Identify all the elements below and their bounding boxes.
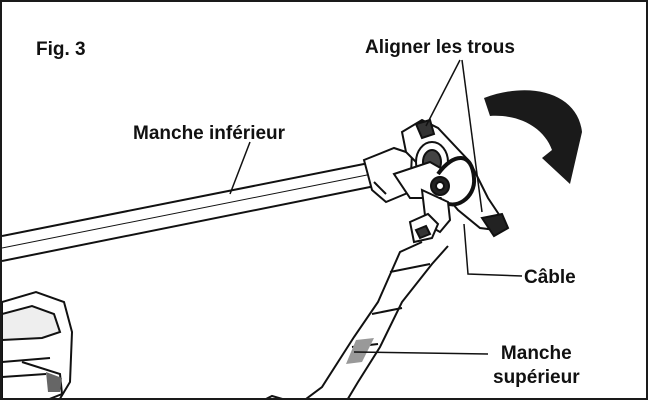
label-align-holes: Aligner les trous <box>365 37 515 58</box>
label-lower-handle: Manche inférieur <box>133 123 286 144</box>
curved-rotation-arrow-icon <box>484 90 582 184</box>
figure-number: Fig. 3 <box>36 39 86 60</box>
clamp-assembly <box>392 118 510 244</box>
label-upper-handle: Manche supérieur <box>493 342 580 390</box>
label-upper-handle-line1: Manche <box>500 343 572 364</box>
leader-lines <box>229 59 523 355</box>
bottom-part <box>265 394 283 398</box>
label-upper-handle-line2: supérieur <box>493 366 580 388</box>
upper-handle-tube <box>305 241 449 398</box>
label-cable: Câble <box>524 267 576 288</box>
lower-handle-tube <box>2 161 381 262</box>
motor-housing <box>2 290 74 398</box>
